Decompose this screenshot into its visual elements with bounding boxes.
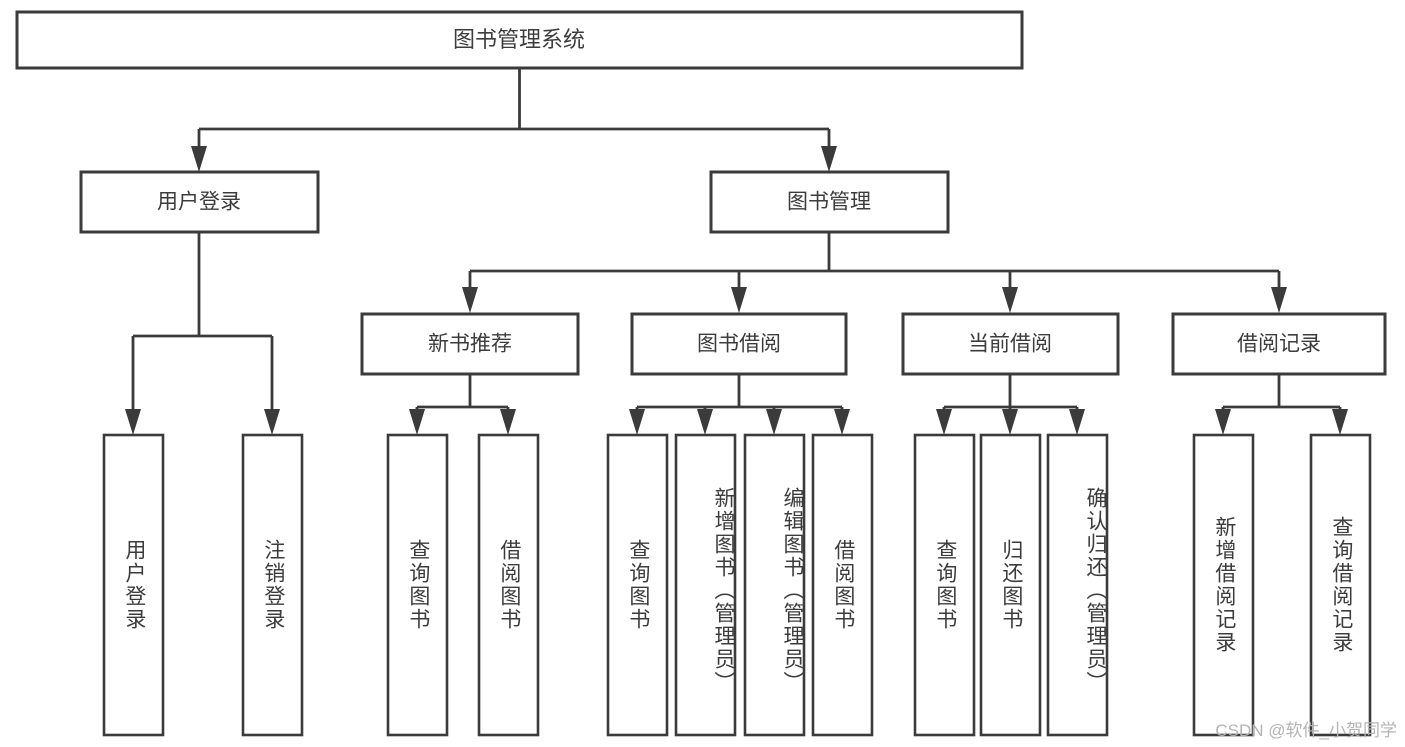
- node-user-login-label: 用户登录: [157, 191, 241, 214]
- connector-borrowrecord-to-leaves: [1215, 375, 1348, 435]
- leaf-box-new-book-0[interactable]: [386, 433, 449, 737]
- node-book-borrow-label: 图书借阅: [697, 333, 781, 356]
- node-user-login[interactable]: 用户登录: [79, 170, 320, 234]
- node-root-label: 图书管理系统: [453, 27, 585, 52]
- leaf-box-current-borrow-1[interactable]: [979, 433, 1042, 737]
- leaf-box-book-borrow-2[interactable]: [743, 433, 806, 737]
- leaf-box-book-borrow-0[interactable]: [606, 433, 669, 737]
- leaf-box-current-borrow-0[interactable]: [913, 433, 976, 737]
- node-book-management-label: 图书管理: [787, 191, 871, 214]
- node-borrow-record[interactable]: 借阅记录: [1171, 312, 1387, 376]
- node-current-borrow-label: 当前借阅: [968, 333, 1052, 356]
- leaf-box-book-borrow-1[interactable]: [674, 433, 737, 737]
- connector-root-to-level2: [191, 68, 837, 172]
- connector-bookmgmt-to-level3: [462, 232, 1287, 313]
- leaf-box-user-login-0[interactable]: [102, 433, 165, 737]
- node-book-borrow[interactable]: 图书借阅: [630, 312, 848, 376]
- leaf-box-book-borrow-3[interactable]: [811, 433, 874, 737]
- connector-newbook-to-leaves: [409, 375, 516, 435]
- node-new-book-recommend[interactable]: 新书推荐: [360, 312, 580, 376]
- node-book-management[interactable]: 图书管理: [709, 170, 950, 234]
- leaf-box-current-borrow-2[interactable]: [1046, 433, 1109, 737]
- leaf-box-borrow-record-1[interactable]: [1309, 433, 1372, 737]
- connector-bookborrow-to-leaves: [629, 375, 850, 435]
- node-current-borrow[interactable]: 当前借阅: [901, 312, 1120, 376]
- leaf-box-borrow-record-0[interactable]: [1192, 433, 1255, 737]
- node-root[interactable]: 图书管理系统: [15, 10, 1024, 70]
- connector-currentborrow-to-leaves: [936, 375, 1085, 435]
- leaf-box-new-book-1[interactable]: [477, 433, 540, 737]
- leaf-box-user-login-1[interactable]: [241, 433, 304, 737]
- node-borrow-record-label: 借阅记录: [1237, 333, 1321, 356]
- connector-userlogin-to-leaves: [125, 232, 280, 435]
- node-new-book-recommend-label: 新书推荐: [428, 333, 512, 356]
- watermark: CSDN @软件_小贺同学: [1215, 721, 1397, 740]
